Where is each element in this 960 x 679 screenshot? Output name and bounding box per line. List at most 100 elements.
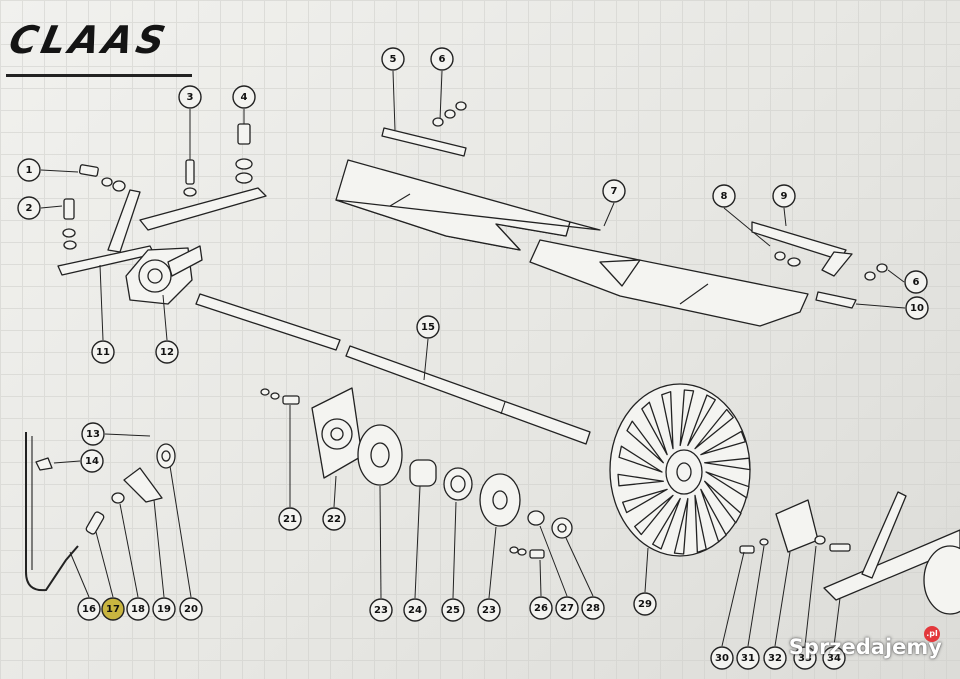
fan-impeller-29 — [609, 383, 751, 593]
bracket-assembly — [40, 109, 267, 341]
callout-9: 9 — [772, 184, 796, 208]
callout-11: 11 — [91, 340, 115, 364]
callout-number: 22 — [327, 514, 341, 525]
fan-blade — [687, 394, 716, 447]
strip-5 — [381, 70, 467, 157]
callout-21: 21 — [278, 507, 302, 531]
fan-blade — [673, 497, 689, 555]
callout-13: 13 — [81, 422, 105, 446]
callout-26: 26 — [529, 596, 553, 620]
callout-17: 17 — [101, 597, 125, 621]
fan-blade — [694, 494, 707, 553]
callout-number: 18 — [131, 604, 145, 615]
callout-30: 30 — [710, 646, 734, 670]
callout-number: 20 — [184, 604, 198, 615]
callout-8: 8 — [712, 184, 736, 208]
callout-14: 14 — [80, 449, 104, 473]
callout-28: 28 — [581, 596, 605, 620]
bearing-stack — [357, 424, 594, 599]
callout-25: 25 — [441, 598, 465, 622]
callout-32: 32 — [763, 646, 787, 670]
callout-number: 27 — [560, 603, 574, 614]
callout-number: 24 — [408, 605, 422, 616]
logo-underline — [6, 74, 192, 77]
callout-number: 29 — [638, 599, 652, 610]
callout-number: 3 — [187, 92, 194, 103]
sprzedajemy-watermark: Sprzedajemy — [788, 635, 942, 659]
callout-23: 23 — [477, 598, 501, 622]
callout-number: 4 — [241, 92, 248, 103]
callout-19: 19 — [152, 597, 176, 621]
callout-number: 12 — [160, 347, 174, 358]
callout-10: 10 — [905, 296, 929, 320]
callout-number: 8 — [721, 191, 728, 202]
fan-blade — [694, 408, 734, 450]
strip-9-assembly — [723, 207, 906, 309]
callout-number: 31 — [741, 653, 755, 664]
fan-blade — [622, 488, 668, 514]
callout-number: 11 — [96, 347, 110, 358]
watermark-badge: .pl — [924, 626, 940, 642]
callout-number: 6 — [439, 54, 446, 65]
fan-blade — [641, 401, 668, 456]
callout-6: 6 — [904, 270, 928, 294]
callout-33: 33 — [793, 646, 817, 670]
fan-blade — [704, 457, 751, 471]
callout-6: 6 — [430, 47, 454, 71]
fan-blade — [700, 430, 746, 456]
fan-blade — [700, 488, 727, 543]
callout-23: 23 — [369, 598, 393, 622]
callout-number: 21 — [283, 514, 297, 525]
fan-blade — [634, 494, 674, 536]
callout-3: 3 — [178, 85, 202, 109]
fan-blade — [661, 391, 674, 450]
callout-7: 7 — [602, 179, 626, 203]
callout-number: 34 — [827, 653, 841, 664]
callout-number: 6 — [913, 277, 920, 288]
callout-number: 13 — [86, 429, 100, 440]
callout-15: 15 — [416, 315, 440, 339]
callout-12: 12 — [155, 340, 179, 364]
callout-18: 18 — [126, 597, 150, 621]
cover-sheet-7 — [335, 159, 809, 327]
lever-rod-assembly — [25, 432, 192, 598]
callout-number: 28 — [586, 603, 600, 614]
fan-blade — [617, 473, 664, 487]
callout-number: 26 — [534, 603, 548, 614]
claas-logo: CLAAS — [5, 18, 173, 62]
shafts-15 — [195, 293, 591, 445]
callout-number: 9 — [781, 191, 788, 202]
callout-number: 30 — [715, 653, 729, 664]
callout-5: 5 — [381, 47, 405, 71]
fan-blade — [626, 420, 664, 464]
callout-number: 7 — [611, 186, 618, 197]
callout-number: 5 — [390, 54, 397, 65]
fan-blade — [679, 389, 695, 447]
callout-4: 4 — [232, 85, 256, 109]
fan-blade — [704, 480, 742, 524]
callout-2: 2 — [17, 196, 41, 220]
lower-right-bracket — [721, 491, 960, 647]
callout-1: 1 — [17, 158, 41, 182]
callout-number: 23 — [482, 605, 496, 616]
callout-number: 25 — [446, 605, 460, 616]
callout-number: 19 — [157, 604, 171, 615]
callout-22: 22 — [322, 507, 346, 531]
callout-31: 31 — [736, 646, 760, 670]
fan-blade — [618, 445, 663, 473]
callout-number: 16 — [82, 604, 96, 615]
callout-20: 20 — [179, 597, 203, 621]
callout-number: 17 — [106, 604, 120, 615]
fan-blade — [705, 471, 750, 499]
callout-number: 32 — [768, 653, 782, 664]
callout-number: 2 — [26, 203, 33, 214]
callout-number: 10 — [910, 303, 924, 314]
callout-number: 15 — [421, 322, 435, 333]
callout-number: 1 — [26, 165, 33, 176]
callout-34: 34 — [822, 646, 846, 670]
fan-blade — [652, 497, 681, 550]
